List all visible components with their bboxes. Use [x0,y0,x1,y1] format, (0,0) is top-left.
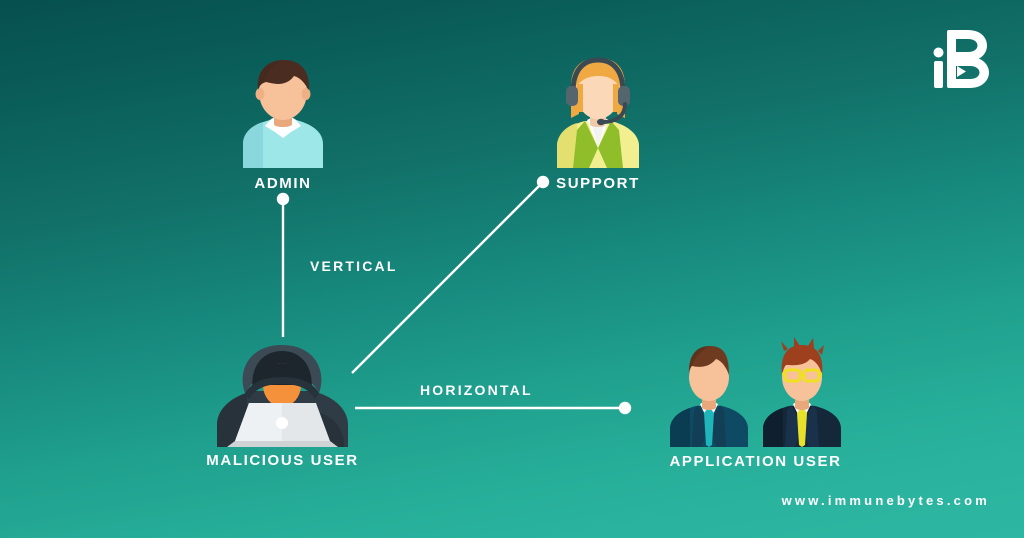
connector-vertical-dot [276,192,290,206]
connector-diagonal-line [351,185,540,374]
connector-vertical-label: VERTICAL [310,258,398,274]
support-agent-avatar-icon [533,56,663,168]
admin-avatar-icon [218,56,348,168]
node-admin[interactable]: ADMIN [218,56,348,192]
node-application-user-label: APPLICATION USER [669,453,842,470]
application-users-avatar-icon [668,337,843,447]
site-url[interactable]: www.immunebytes.com [781,493,990,508]
node-malicious-user[interactable]: MALICIOUS USER [205,337,360,469]
immunebytes-ib-monogram-icon[interactable] [930,22,992,88]
node-support[interactable]: SUPPORT [533,56,663,192]
hacker-avatar-icon [205,337,360,447]
node-malicious-user-label: MALICIOUS USER [206,452,359,469]
connector-horizontal-label: HORIZONTAL [420,382,533,398]
node-application-user[interactable]: APPLICATION USER [668,337,843,470]
node-admin-label: ADMIN [254,175,312,192]
node-support-label: SUPPORT [556,175,640,192]
connector-horizontal-dot [618,401,632,415]
